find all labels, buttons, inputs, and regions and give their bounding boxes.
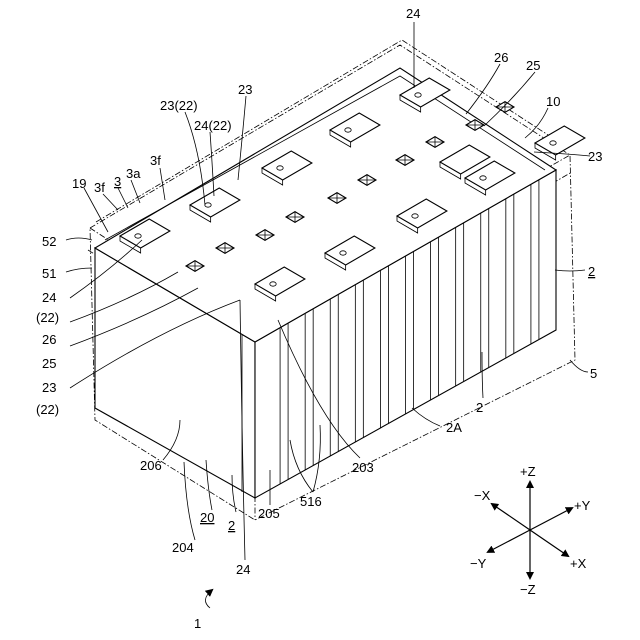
label-5: 5	[590, 366, 597, 381]
label-24-bottom: 24	[236, 562, 250, 577]
label-2A: 2A	[446, 420, 462, 435]
label-25-top: 25	[526, 58, 540, 73]
label-203: 203	[352, 460, 374, 475]
label-3f-a: 3f	[94, 180, 105, 195]
label-24-22: 24(22)	[194, 118, 232, 133]
axis-minus-x: −X	[474, 488, 491, 503]
label-516: 516	[300, 494, 322, 509]
label-52: 52	[42, 234, 56, 249]
label-3: 3	[114, 174, 121, 189]
label-1: 1	[194, 616, 201, 631]
label-51: 51	[42, 266, 56, 281]
label-2-mid: 2	[476, 400, 483, 415]
label-26-left: 26	[42, 332, 56, 347]
label-22-left2: (22)	[36, 402, 59, 417]
bus-bar-plate	[535, 126, 585, 155]
label-205: 205	[258, 506, 280, 521]
axis-plus-y: +Y	[574, 498, 591, 513]
axis-minus-y: −Y	[470, 556, 487, 571]
label-204: 204	[172, 540, 194, 555]
label-24-top: 24	[406, 6, 420, 21]
label-206: 206	[140, 458, 162, 473]
label-2-right: 2	[588, 264, 595, 279]
label-3f-b: 3f	[150, 153, 161, 168]
label-2-bottom: 2	[228, 518, 235, 533]
label-22-left: (22)	[36, 310, 59, 325]
axis-plus-z: +Z	[520, 464, 536, 479]
label-23-right: 23	[588, 149, 602, 164]
label-24-left: 24	[42, 290, 56, 305]
axis-indicator: +Z −Z +X −X +Y −Y	[470, 464, 591, 597]
label-19: 19	[72, 176, 86, 191]
label-23-22: 23(22)	[160, 98, 198, 113]
axis-plus-x: +X	[570, 556, 587, 571]
label-20: 20	[200, 510, 214, 525]
label-23-left: 23	[42, 380, 56, 395]
label-26-top: 26	[494, 50, 508, 65]
label-23-top: 23	[238, 82, 252, 97]
label-3a: 3a	[126, 166, 141, 181]
axis-minus-z: −Z	[520, 582, 536, 597]
label-10: 10	[546, 94, 560, 109]
label-25-left: 25	[42, 356, 56, 371]
